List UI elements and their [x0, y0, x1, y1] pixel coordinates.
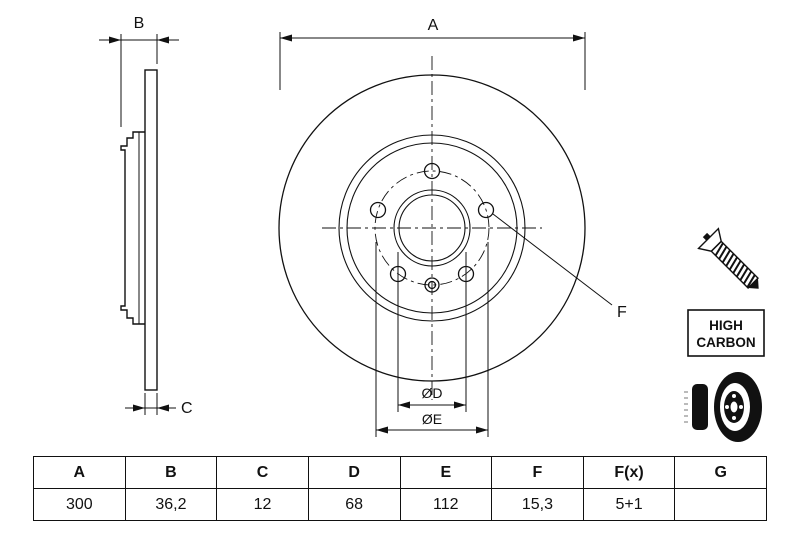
dimension-f-leader: [492, 213, 613, 306]
table-value-e: 112: [399, 488, 493, 521]
dimension-b: [99, 34, 179, 127]
table-value-fx: 5+1: [582, 488, 676, 521]
side-view: [120, 69, 158, 391]
table-header-fx: F(x): [582, 456, 676, 489]
dimension-d: [397, 252, 467, 412]
table-value-a: 300: [33, 488, 126, 521]
high-carbon-line1: HIGH: [709, 318, 743, 333]
dimension-c: [125, 393, 176, 415]
dimension-e: [375, 242, 489, 437]
table-header-a: A: [33, 456, 126, 489]
spec-table-container: A B C D E F F(x) G 300 36,2 12 68 112 15…: [33, 456, 767, 521]
table-value-g: [674, 488, 767, 521]
front-view: [278, 56, 586, 400]
dim-a-label: A: [428, 17, 439, 34]
countersunk-screw-icon: [697, 227, 759, 290]
spec-table-values-row: 300 36,2 12 68 112 15,3 5+1: [33, 488, 767, 521]
dimension-a: [279, 32, 586, 90]
table-value-d: 68: [307, 488, 401, 521]
spec-table-header-row: A B C D E F F(x) G: [33, 456, 767, 489]
dim-c-label: C: [181, 400, 193, 417]
table-value-b: 36,2: [124, 488, 218, 521]
set-screw-hole: [424, 277, 440, 293]
dim-b-label: B: [134, 15, 145, 32]
table-header-g: G: [674, 456, 767, 489]
spec-table: A B C D E F F(x) G 300 36,2 12 68 112 15…: [33, 456, 767, 521]
table-value-f: 15,3: [491, 488, 584, 521]
table-header-d: D: [307, 456, 401, 489]
drawing-svg: B C: [99, 15, 765, 442]
table-header-f: F: [491, 456, 584, 489]
table-value-c: 12: [216, 488, 309, 521]
brake-disc-icon: [684, 372, 762, 442]
table-header-b: B: [124, 456, 218, 489]
vertical-fine-print: [684, 391, 688, 423]
high-carbon-line2: CARBON: [696, 335, 755, 350]
high-carbon-badge: HIGH CARBON: [687, 309, 765, 357]
dim-d-label: ØD: [422, 385, 443, 401]
dim-f-label: F: [617, 304, 627, 321]
table-header-c: C: [216, 456, 309, 489]
dim-e-label: ØE: [422, 411, 442, 427]
table-header-e: E: [399, 456, 493, 489]
